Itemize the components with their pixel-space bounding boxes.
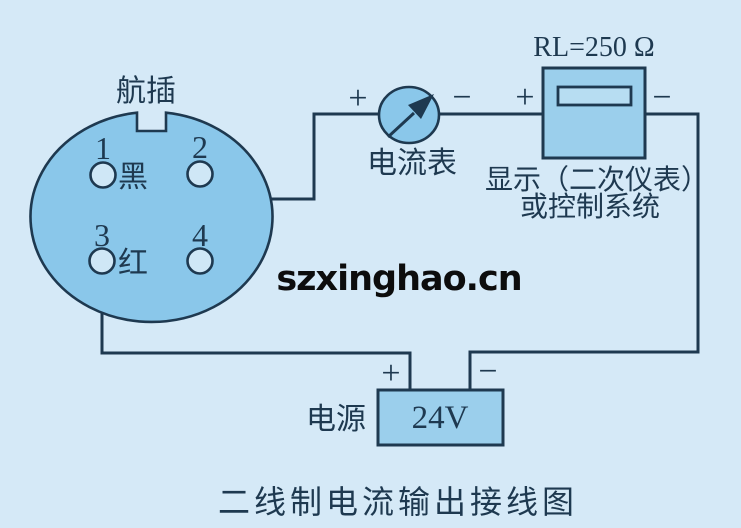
plug-label: 航插 [116, 75, 176, 108]
pin-1 [89, 161, 117, 189]
diagram-title: 二线制电流输出接线图 [218, 484, 578, 520]
load-resistor-label: RL=250 Ω [533, 32, 654, 63]
pin-3-wire-label: 红 [118, 247, 148, 280]
ammeter-needle-arrowhead [408, 94, 434, 119]
pin-3 [88, 247, 116, 275]
pin-4 [186, 247, 214, 275]
ammeter-plus-sign: + [348, 80, 367, 117]
pin-2 [186, 160, 214, 188]
display-minus-sign: − [652, 79, 671, 116]
power-minus-sign: − [478, 353, 497, 390]
power-voltage-value: 24V [412, 400, 469, 436]
display-caption-line2: 或控制系统 [520, 191, 660, 223]
pin-2-number: 2 [192, 129, 208, 165]
pin-1-wire-label: 黑 [118, 161, 148, 194]
display-window [556, 85, 633, 107]
watermark-text: szxinghao.cn [276, 259, 521, 299]
ammeter-minus-sign: − [452, 79, 471, 116]
wire-display-to-power-minus [468, 112, 700, 391]
power-supply-label: 电源 [306, 403, 366, 436]
ammeter-body [377, 85, 441, 145]
pin-4-number: 4 [192, 217, 208, 253]
ammeter-label: 电流表 [367, 147, 457, 180]
power-supply-box [376, 388, 505, 447]
pin-3-number: 3 [94, 217, 110, 253]
ammeter-needle [386, 111, 416, 139]
display-plus-sign: + [515, 79, 534, 116]
plug-body [29, 111, 274, 324]
pin-1-number: 1 [95, 130, 111, 166]
power-plus-sign: + [381, 355, 400, 392]
display-box [541, 66, 647, 160]
display-caption-line1: 显示（二次仪表） [485, 164, 709, 196]
